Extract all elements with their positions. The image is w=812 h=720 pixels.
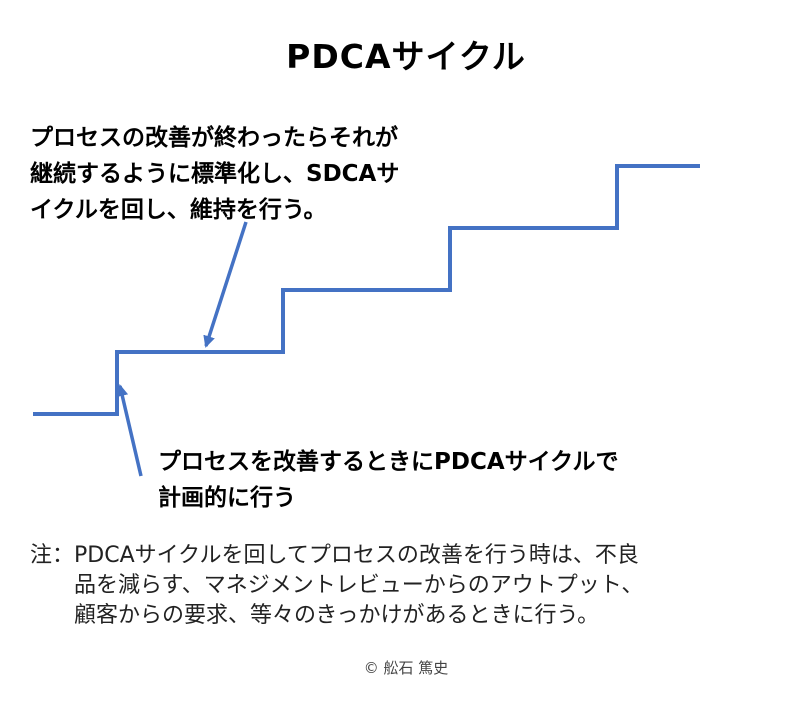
callout-pdca: プロセスを改善するときにPDCAサイクルで 計画的に行う	[158, 444, 718, 516]
arrow-icon	[203, 221, 248, 348]
callout-line: プロセスを改善するときにPDCAサイクルで	[158, 449, 619, 475]
diagram-title: PDCAサイクル	[286, 37, 526, 76]
note-line: 顧客からの要求、等々のきっかけがあるときに行う。	[74, 603, 600, 628]
note-text: 注：PDCAサイクルを回してプロセスの改善を行う時は、不良 品を減らす、マネジメ…	[30, 541, 790, 631]
staircase-line	[33, 164, 700, 416]
note-line: 品を減らす、マネジメントレビューからのアウトプット、	[74, 573, 644, 598]
copyright-notice: © 舩石 篤史	[363, 659, 449, 677]
arrow-icon	[116, 384, 143, 477]
callout-line: プロセスの改善が終わったらそれが	[30, 125, 398, 151]
callout-line: 継続するように標準化し、SDCAサ	[30, 161, 400, 187]
callout-line: イクルを回し、維持を行う。	[30, 197, 327, 223]
note-line: 注：PDCAサイクルを回してプロセスの改善を行う時は、不良	[30, 543, 639, 568]
callout-line: 計画的に行う	[158, 485, 296, 511]
callout-sdca: プロセスの改善が終わったらそれが 継続するように標準化し、SDCAサ イクルを回…	[30, 120, 500, 228]
